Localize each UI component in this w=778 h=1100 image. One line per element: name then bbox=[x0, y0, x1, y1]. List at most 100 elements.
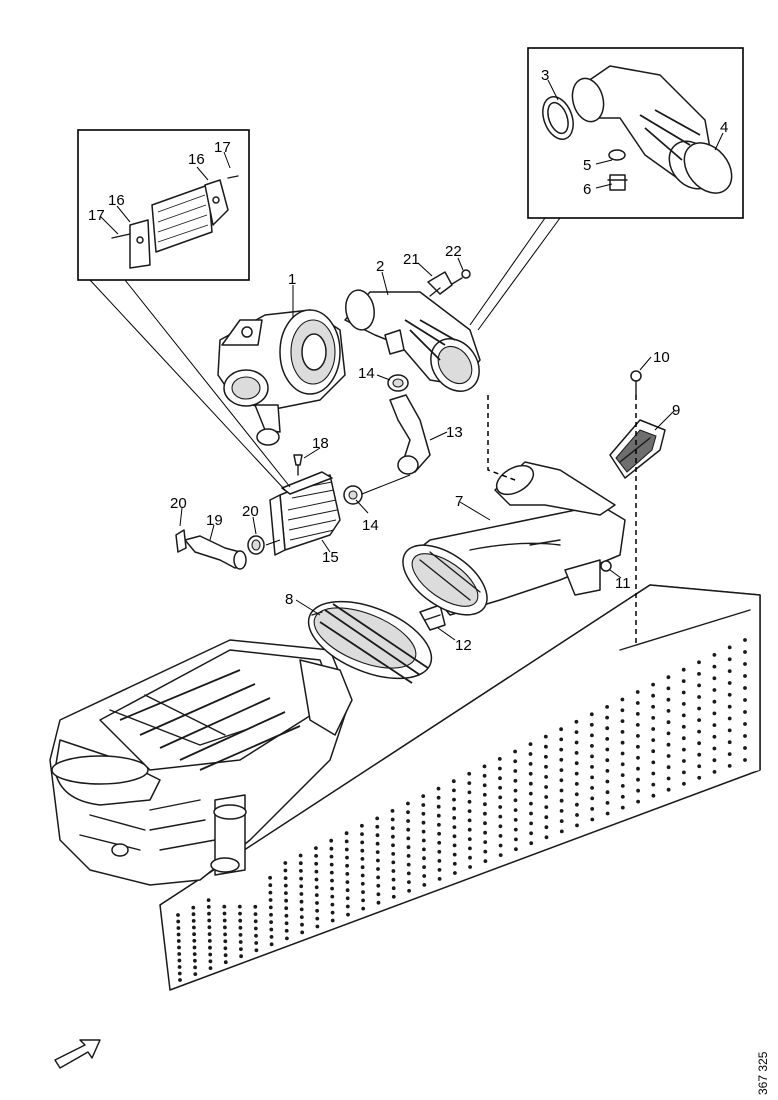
panel-hole bbox=[284, 898, 288, 903]
panel-hole bbox=[681, 724, 686, 729]
panel-hole bbox=[605, 737, 610, 741]
panel-hole bbox=[498, 853, 503, 857]
panel-hole bbox=[620, 794, 625, 799]
panel-hole bbox=[666, 787, 671, 792]
panel-hole bbox=[284, 906, 289, 911]
panel-hole bbox=[437, 840, 442, 845]
panel-hole bbox=[697, 672, 701, 676]
panel-hole bbox=[345, 904, 350, 909]
panel-hole bbox=[559, 829, 564, 834]
panel-hole bbox=[376, 867, 380, 871]
panel-hole bbox=[360, 832, 364, 836]
panel-hole bbox=[498, 776, 502, 781]
panel-hole bbox=[727, 728, 732, 733]
panel-hole bbox=[375, 841, 380, 846]
panel-hole bbox=[513, 827, 518, 832]
panel-hole bbox=[207, 939, 212, 943]
panel-hole bbox=[406, 845, 411, 850]
panel-hole bbox=[239, 954, 244, 959]
panel-hole bbox=[682, 781, 686, 786]
panel-hole bbox=[298, 853, 303, 858]
panel-hole bbox=[406, 801, 410, 806]
panel-hole bbox=[682, 759, 686, 763]
panel-hole bbox=[176, 926, 181, 930]
panel-hole bbox=[483, 830, 487, 835]
panel-hole bbox=[514, 837, 518, 842]
panel-hole bbox=[437, 868, 442, 872]
panel-hole bbox=[467, 809, 472, 813]
panel-hole bbox=[452, 861, 457, 866]
panel-hole bbox=[743, 722, 747, 726]
panel-hole bbox=[269, 942, 274, 947]
callout-14-lower: 14 bbox=[362, 517, 379, 534]
panel-hole bbox=[345, 863, 349, 868]
panel-hole bbox=[513, 798, 518, 803]
panel-hole bbox=[727, 669, 732, 673]
panel-hole bbox=[360, 857, 365, 861]
panel-hole bbox=[284, 921, 289, 926]
panel-hole bbox=[376, 900, 381, 905]
panel-hole bbox=[361, 906, 366, 911]
panel-hole bbox=[452, 788, 456, 793]
callout-8: 8 bbox=[285, 591, 293, 608]
callout-11: 11 bbox=[615, 575, 631, 592]
panel-hole bbox=[589, 712, 594, 717]
panel-hole bbox=[238, 911, 242, 916]
panel-hole bbox=[651, 693, 655, 698]
callout-21: 21 bbox=[403, 251, 420, 268]
panel-hole bbox=[452, 834, 457, 839]
callout-17-upper: 17 bbox=[214, 139, 231, 156]
panel-hole bbox=[498, 834, 503, 838]
panel-hole bbox=[574, 761, 579, 766]
panel-hole bbox=[467, 771, 472, 776]
panel-hole bbox=[666, 697, 671, 702]
part-10-screw bbox=[630, 370, 642, 396]
panel-hole bbox=[559, 757, 564, 762]
part-8-bellows-seal bbox=[307, 600, 433, 684]
panel-hole bbox=[590, 754, 594, 759]
panel-hole bbox=[574, 771, 579, 776]
panel-hole bbox=[666, 754, 671, 758]
panel-hole bbox=[345, 880, 350, 884]
callout-4: 4 bbox=[720, 119, 728, 136]
panel-hole bbox=[329, 862, 334, 867]
panel-hole bbox=[544, 744, 548, 749]
panel-hole bbox=[284, 928, 289, 933]
callout-1: 1 bbox=[288, 271, 296, 288]
panel-hole bbox=[391, 852, 396, 856]
panel-hole bbox=[298, 861, 303, 866]
panel-hole bbox=[421, 829, 426, 834]
panel-hole bbox=[743, 734, 747, 738]
panel-hole bbox=[330, 910, 335, 915]
panel-hole bbox=[176, 939, 181, 943]
panel-hole bbox=[299, 907, 304, 912]
panel-hole bbox=[421, 820, 426, 825]
panel-hole bbox=[559, 747, 564, 752]
panel-hole bbox=[237, 904, 242, 909]
panel-hole bbox=[315, 924, 320, 929]
callout-19: 19 bbox=[206, 512, 223, 529]
panel-hole bbox=[651, 749, 656, 754]
drawing-reference-number: 367 325 bbox=[756, 1051, 770, 1095]
panel-hole bbox=[605, 811, 610, 816]
panel-hole bbox=[254, 933, 258, 938]
panel-hole bbox=[498, 824, 503, 829]
panel-hole bbox=[437, 822, 441, 827]
forward-arrow-icon bbox=[54, 1039, 101, 1069]
panel-hole bbox=[482, 773, 487, 778]
panel-hole bbox=[375, 850, 380, 854]
panel-hole bbox=[253, 919, 258, 924]
callout-9: 9 bbox=[672, 402, 680, 419]
panel-hole bbox=[421, 803, 426, 807]
panel-hole bbox=[697, 741, 701, 746]
panel-hole bbox=[483, 821, 487, 826]
panel-hole bbox=[559, 798, 564, 803]
panel-hole bbox=[421, 811, 426, 816]
panel-hole bbox=[482, 783, 487, 788]
panel-hole bbox=[528, 742, 533, 746]
part-12-clamp bbox=[419, 604, 446, 631]
part-18-screw bbox=[293, 454, 303, 476]
panel-hole bbox=[268, 898, 273, 902]
panel-hole bbox=[283, 861, 288, 865]
panel-hole bbox=[223, 925, 227, 930]
